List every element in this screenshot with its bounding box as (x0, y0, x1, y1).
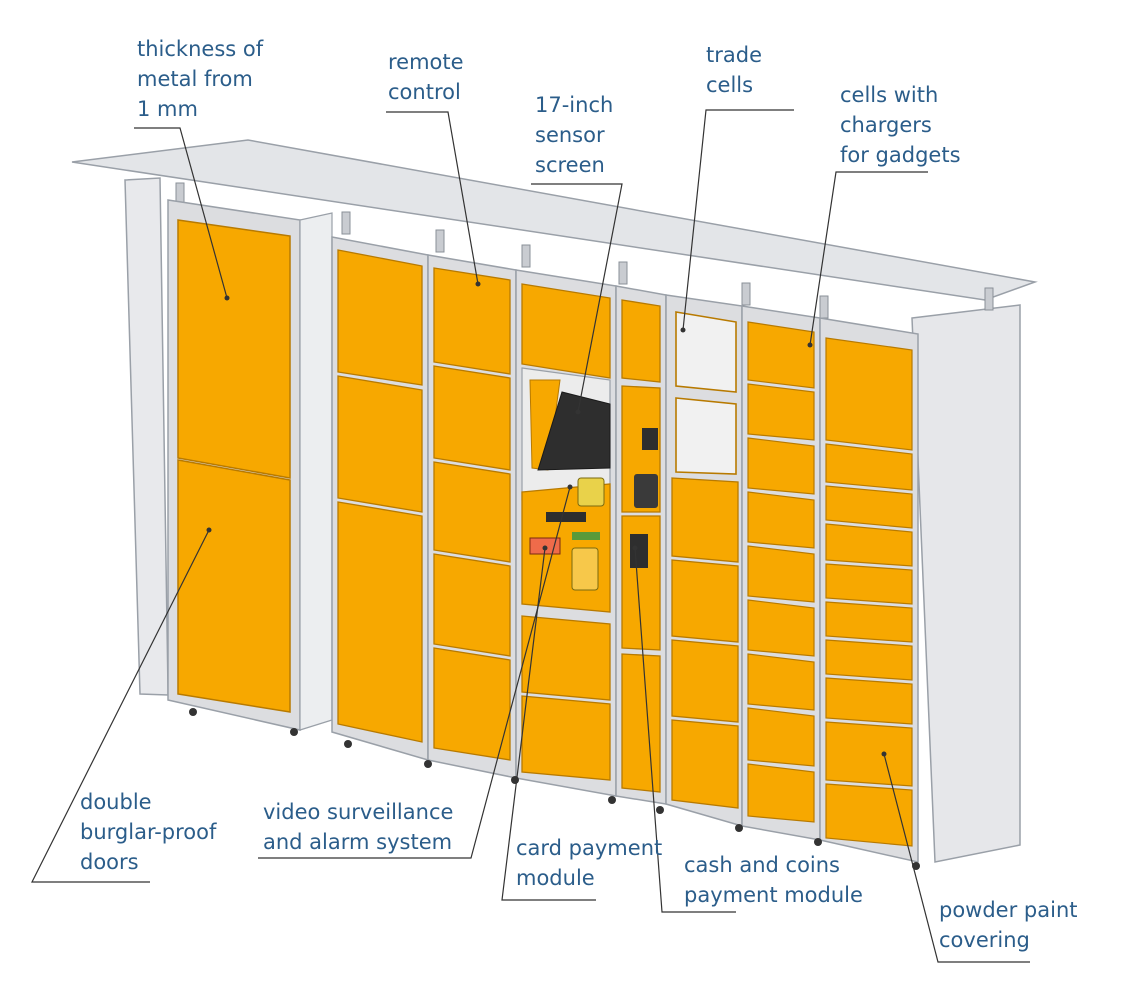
leader-card (501, 547, 596, 901)
label-line: 17-inch (535, 93, 614, 117)
label-line: double (80, 790, 152, 814)
label-line: cells (706, 73, 754, 97)
leader-screen (531, 183, 623, 413)
label-line: trade (706, 43, 762, 67)
leader-chargers (809, 171, 928, 346)
label-line: remote (388, 50, 464, 74)
leader-powder (883, 753, 1030, 963)
label-thickness: thickness of metal from 1 mm (137, 34, 263, 124)
label-line: card payment (516, 836, 663, 860)
label-card-payment: card payment module (516, 833, 662, 893)
column-8 (819, 317, 919, 863)
label-line: control (388, 80, 461, 104)
label-chargers: cells with chargers for gadgets (840, 80, 961, 170)
column-7-charger-cells (741, 305, 821, 841)
label-line: doors (80, 850, 139, 874)
leader-thickness (134, 127, 228, 299)
column-3 (427, 254, 517, 779)
door-1b (177, 459, 291, 713)
card-reader (577, 477, 605, 507)
label-powder-paint: powder paint covering (939, 895, 1078, 955)
column-1 (167, 199, 333, 731)
label-double-doors: double burglar-proof doors (80, 787, 216, 877)
touch-screen (537, 391, 611, 471)
door-1a (177, 219, 291, 479)
label-line: covering (939, 928, 1030, 952)
leader-doors (31, 529, 210, 883)
label-line: payment module (684, 883, 863, 907)
leader-lines (31, 109, 1030, 963)
leader-video (258, 486, 571, 859)
leader-dots (206, 281, 887, 757)
label-line: chargers (840, 113, 932, 137)
canopy-supports (175, 182, 994, 319)
cash-acceptor (630, 534, 648, 568)
label-line: and alarm system (263, 830, 453, 854)
label-line: video surveillance (263, 800, 454, 824)
label-cash-payment: cash and coins payment module (684, 850, 863, 910)
label-line: cells with (840, 83, 939, 107)
label-trade-cells: trade cells (706, 40, 762, 100)
leader-remote (386, 111, 479, 285)
label-line: sensor (535, 123, 605, 147)
label-line: 1 mm (137, 97, 198, 121)
label-line: thickness of (137, 37, 264, 61)
label-remote-control: remote control (388, 47, 464, 107)
label-video-surveillance: video surveillance and alarm system (263, 797, 453, 857)
pin-pad (634, 474, 658, 508)
column-6-trade-cells (665, 294, 743, 827)
label-line: cash and coins (684, 853, 841, 877)
leader-trade (682, 109, 794, 331)
label-line: burglar-proof (80, 820, 217, 844)
column-5-payment (615, 285, 667, 805)
label-line: powder paint (939, 898, 1078, 922)
label-sensor-screen: 17-inch sensor screen (535, 90, 613, 180)
label-line: module (516, 866, 595, 890)
label-line: screen (535, 153, 605, 177)
column-4-terminal (515, 269, 617, 797)
canopy-roof (71, 139, 1038, 301)
label-line: metal from (137, 67, 253, 91)
column-2 (331, 236, 429, 761)
leader-cash (634, 547, 736, 913)
right-side-panel (911, 304, 1021, 863)
left-side-panel (124, 177, 169, 696)
label-line: for gadgets (840, 143, 961, 167)
